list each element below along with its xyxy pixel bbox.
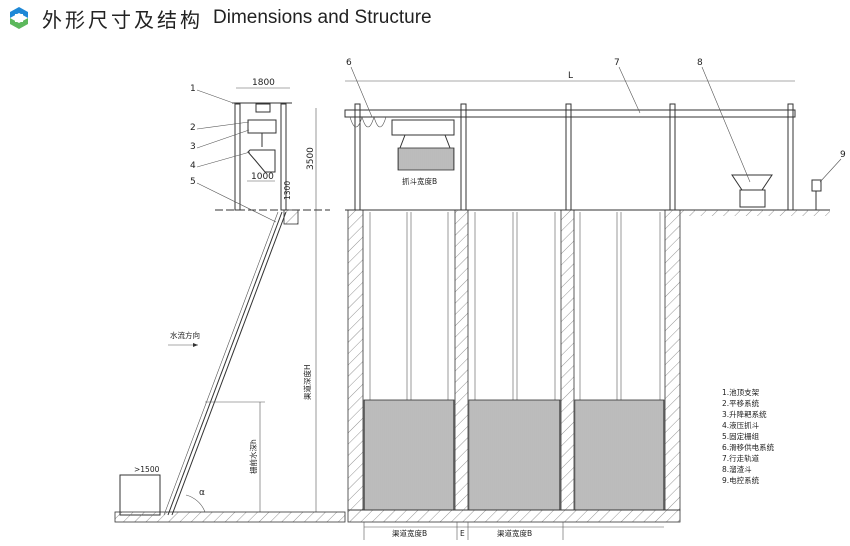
screen-bars xyxy=(468,399,561,511)
drawing-label: 5 xyxy=(190,177,196,187)
drawing-label: 3500 xyxy=(306,147,316,170)
screen-bars xyxy=(574,399,665,511)
grab-bucket-front: 抓斗宽度B xyxy=(391,119,455,186)
page-title-chinese: 外形尺寸及结构 xyxy=(42,7,203,32)
legend: 1.池顶支架 2.平移系统 3.升降耙系统 4.液压抓斗 5.固定栅组 6.滑移… xyxy=(722,387,775,485)
drawing-label: 9.电控系统 xyxy=(722,475,760,485)
drawing-label: 渠道宽度B xyxy=(497,528,532,538)
drawing-label: 3.升降耙系统 xyxy=(722,409,767,419)
front-callouts: 6 7 8 9 xyxy=(346,58,846,183)
screen-bars xyxy=(363,399,455,511)
travel-rail xyxy=(344,109,796,118)
flow-direction-label: 水流方向 xyxy=(170,330,200,340)
page-title-english: Dimensions and Structure xyxy=(213,7,432,28)
drawing-label: E xyxy=(460,529,465,538)
drawing-label: 1000 xyxy=(251,172,274,182)
drawing-label: 1 xyxy=(190,84,196,94)
traverse-unit xyxy=(247,119,277,134)
drawing-label: 1800 xyxy=(252,78,275,88)
slag-hopper xyxy=(731,174,773,208)
drawing-label: 抓斗宽度B xyxy=(402,176,437,186)
drawing-label: L xyxy=(568,71,573,81)
drawing-label: 6 xyxy=(346,58,352,68)
front-view: L 抓斗宽度B xyxy=(344,58,846,540)
fixed-screen xyxy=(163,211,287,516)
drawing-label: α xyxy=(199,488,205,498)
drawing-label: 6.滑移供电系统 xyxy=(722,442,775,452)
drawing-label: 8.溜渣斗 xyxy=(722,464,752,474)
control-cabinet xyxy=(811,179,822,210)
drawing-label: 7.行走轨道 xyxy=(722,453,760,463)
drawing-label: 4 xyxy=(190,161,196,171)
drawing-label: 2.平移系统 xyxy=(722,398,760,408)
drawing-label: 栅前水深h xyxy=(248,439,258,474)
drawing-label: 4.液压抓斗 xyxy=(722,420,760,430)
drawing-label: 渠道深度H xyxy=(302,364,312,400)
drawing-label: 1300 xyxy=(283,181,292,200)
drawing-label: 2 xyxy=(190,123,196,133)
drawing-label: 渠道宽度B xyxy=(392,528,427,538)
page-header: 外形尺寸及结构 Dimensions and Structure xyxy=(8,4,432,32)
drawing-label: 1.池顶支架 xyxy=(722,387,760,397)
support-post-left xyxy=(234,103,241,211)
side-callouts: 1 2 3 4 5 xyxy=(190,84,277,223)
drawing-label: 8 xyxy=(697,58,703,68)
drawing-label: >1500 xyxy=(134,465,160,474)
cable-festoon xyxy=(349,115,387,128)
side-view: 1800 1000 1300 3500 渠道深度H 栅前水深h >1500 α … xyxy=(114,78,346,523)
brand-logo-icon xyxy=(10,7,28,29)
hydraulic-grab xyxy=(247,133,276,173)
drawing-label: 3 xyxy=(190,142,196,152)
drawing-label: 5.固定栅组 xyxy=(722,431,760,441)
drawing-label: 9 xyxy=(840,150,846,160)
drawing-label: 7 xyxy=(614,58,620,68)
